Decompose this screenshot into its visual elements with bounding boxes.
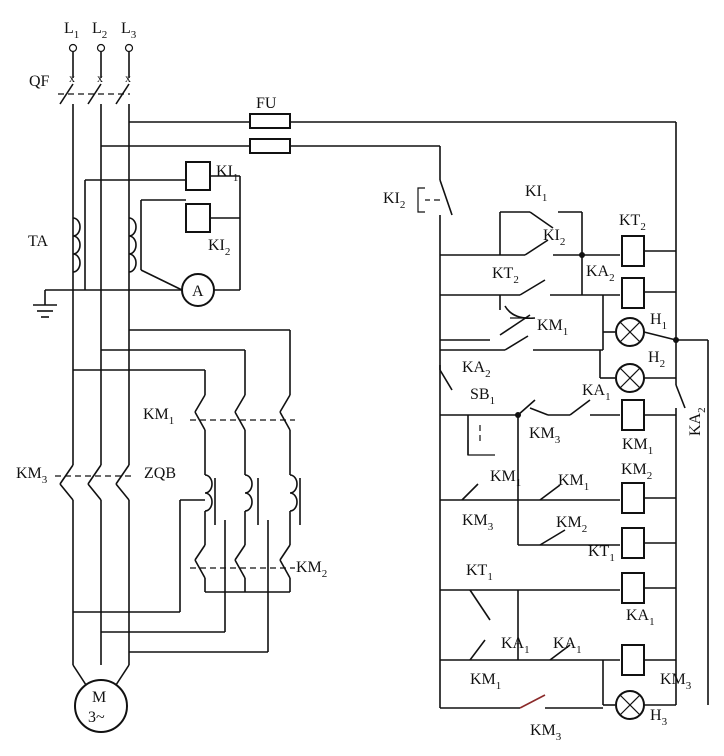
label-l3: L3 [121,20,137,41]
ki1-no-contact [529,211,554,229]
label-sb1: SB1 [470,386,495,407]
terminal-l1 [68,43,78,53]
km1-main-contacts [190,394,295,431]
motor-icon [74,679,128,733]
kt1-coil [621,527,645,559]
ka2-contact-right [675,384,686,409]
svg-text:x: x [97,71,103,85]
label-fu: FU [256,95,277,112]
label-ka1-r1: KA1 [582,382,611,403]
label-km1-r4: KM1 [470,671,501,692]
label-km2-left: KM2 [296,559,327,580]
terminal-l3 [124,43,134,53]
label-kt1-contact: KT1 [466,562,493,583]
kt2-coil [621,235,645,267]
ki2-nc-contact [417,179,453,216]
ammeter-icon [181,273,215,307]
label-ka2-right: KA2 [462,359,491,380]
label-km2-r: KM2 [556,514,587,535]
km2-coil [621,482,645,514]
ki2-coil [185,203,211,233]
label-km3-r1: KM3 [529,425,561,446]
ka1-coil [621,572,645,604]
label-kt2-contact: KT2 [492,265,519,286]
km1-coil [621,399,645,431]
label-h3: H3 [650,707,668,728]
label-km1-r2: KM1 [490,468,521,489]
labels: L1 L2 L3 QF FU KI1 TA KI2 A KM1 KM3 ZQB … [16,20,708,743]
label-ammeter: A [192,283,204,300]
km3-coil [621,644,645,676]
kt2-no-contact [519,279,546,296]
label-km1-r1: KM1 [537,317,568,338]
label-h2: H2 [648,349,665,370]
label-km1-r3: KM1 [558,472,589,493]
label-ki2-ctrl: KI2 [383,190,405,211]
zqb-autotransformer [179,430,301,590]
label-ki2-right: KI2 [543,227,565,248]
label-ki2-left: KI2 [208,237,230,258]
km3-main-contacts [55,464,135,501]
km2-contacts [190,544,295,593]
svg-text:x: x [69,71,75,85]
fuse-bottom [249,138,291,154]
label-kt1-coil: KT1 [588,543,615,564]
label-km3-r2: KM3 [462,512,494,533]
label-qf: QF [29,73,50,90]
ki1-coil [185,161,211,191]
ka2-coil [621,277,645,309]
svg-text:x: x [125,71,131,85]
power-circuit: x x x [33,43,676,733]
label-zqb: ZQB [144,465,176,482]
fuse-top [249,113,291,129]
label-km1-coil: KM1 [622,436,653,457]
label-l1: L1 [64,20,79,41]
label-ka2-vertical: KA2 [687,407,708,436]
label-kt2-coil: KT2 [619,212,646,233]
label-ka1-coil: KA1 [626,607,655,628]
current-transformer-ta [72,180,142,290]
terminal-l2 [96,43,106,53]
label-ka1-r2: KA1 [501,635,530,656]
label-ka1-r3: KA1 [553,635,582,656]
label-h1: H1 [650,311,667,332]
label-km1-left: KM1 [143,406,174,427]
km3-bottom-contact [519,694,546,709]
label-ki1-top: KI1 [216,163,238,184]
label-ki1-right: KI1 [525,183,547,204]
label-km3-bottom: KM3 [530,722,562,743]
label-km2-coil: KM2 [621,461,652,482]
label-km3-coil: KM3 [660,671,692,692]
control-circuit [417,122,709,720]
label-motor: M [92,689,106,706]
label-ka2-coil: KA2 [586,263,615,284]
label-ta: TA [28,233,48,250]
label-l2: L2 [92,20,107,41]
ki2-no-contact [524,239,549,256]
label-motor-phase: 3~ [88,709,105,726]
qf-breaker: x x x [58,52,131,105]
label-km3-left: KM3 [16,465,48,486]
